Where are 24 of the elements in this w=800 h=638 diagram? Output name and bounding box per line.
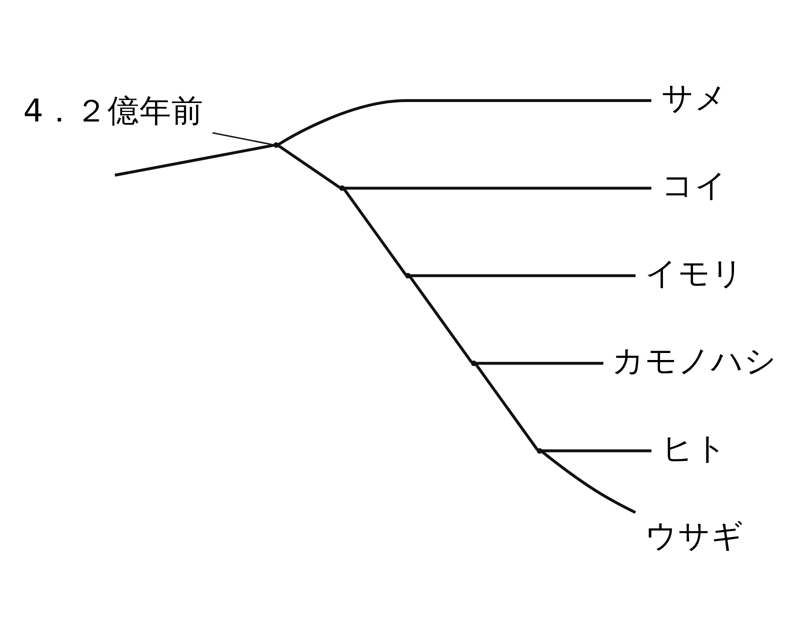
connector bbox=[408, 275, 473, 363]
node-point bbox=[536, 448, 542, 454]
node-text: ウサギ bbox=[645, 518, 744, 554]
node-text: 4．２億年前 bbox=[23, 93, 204, 130]
connector bbox=[212, 132, 274, 146]
node-point bbox=[273, 142, 279, 148]
connector bbox=[410, 274, 636, 277]
connector bbox=[542, 448, 652, 452]
connector bbox=[114, 143, 274, 176]
node-text: カモノハシ bbox=[612, 342, 778, 379]
node-text: ヒト bbox=[662, 430, 728, 466]
connector bbox=[343, 188, 407, 276]
node-point bbox=[339, 184, 345, 190]
connector bbox=[476, 361, 604, 364]
connector bbox=[541, 450, 636, 514]
node-text: イモリ bbox=[645, 255, 744, 292]
connector bbox=[278, 144, 341, 188]
node-text: コイ bbox=[662, 168, 728, 204]
connector bbox=[278, 98, 652, 146]
connector bbox=[344, 186, 652, 190]
node-point bbox=[405, 272, 411, 278]
node-text: サメ bbox=[662, 80, 728, 116]
connector bbox=[474, 362, 539, 450]
node-point bbox=[470, 360, 477, 366]
